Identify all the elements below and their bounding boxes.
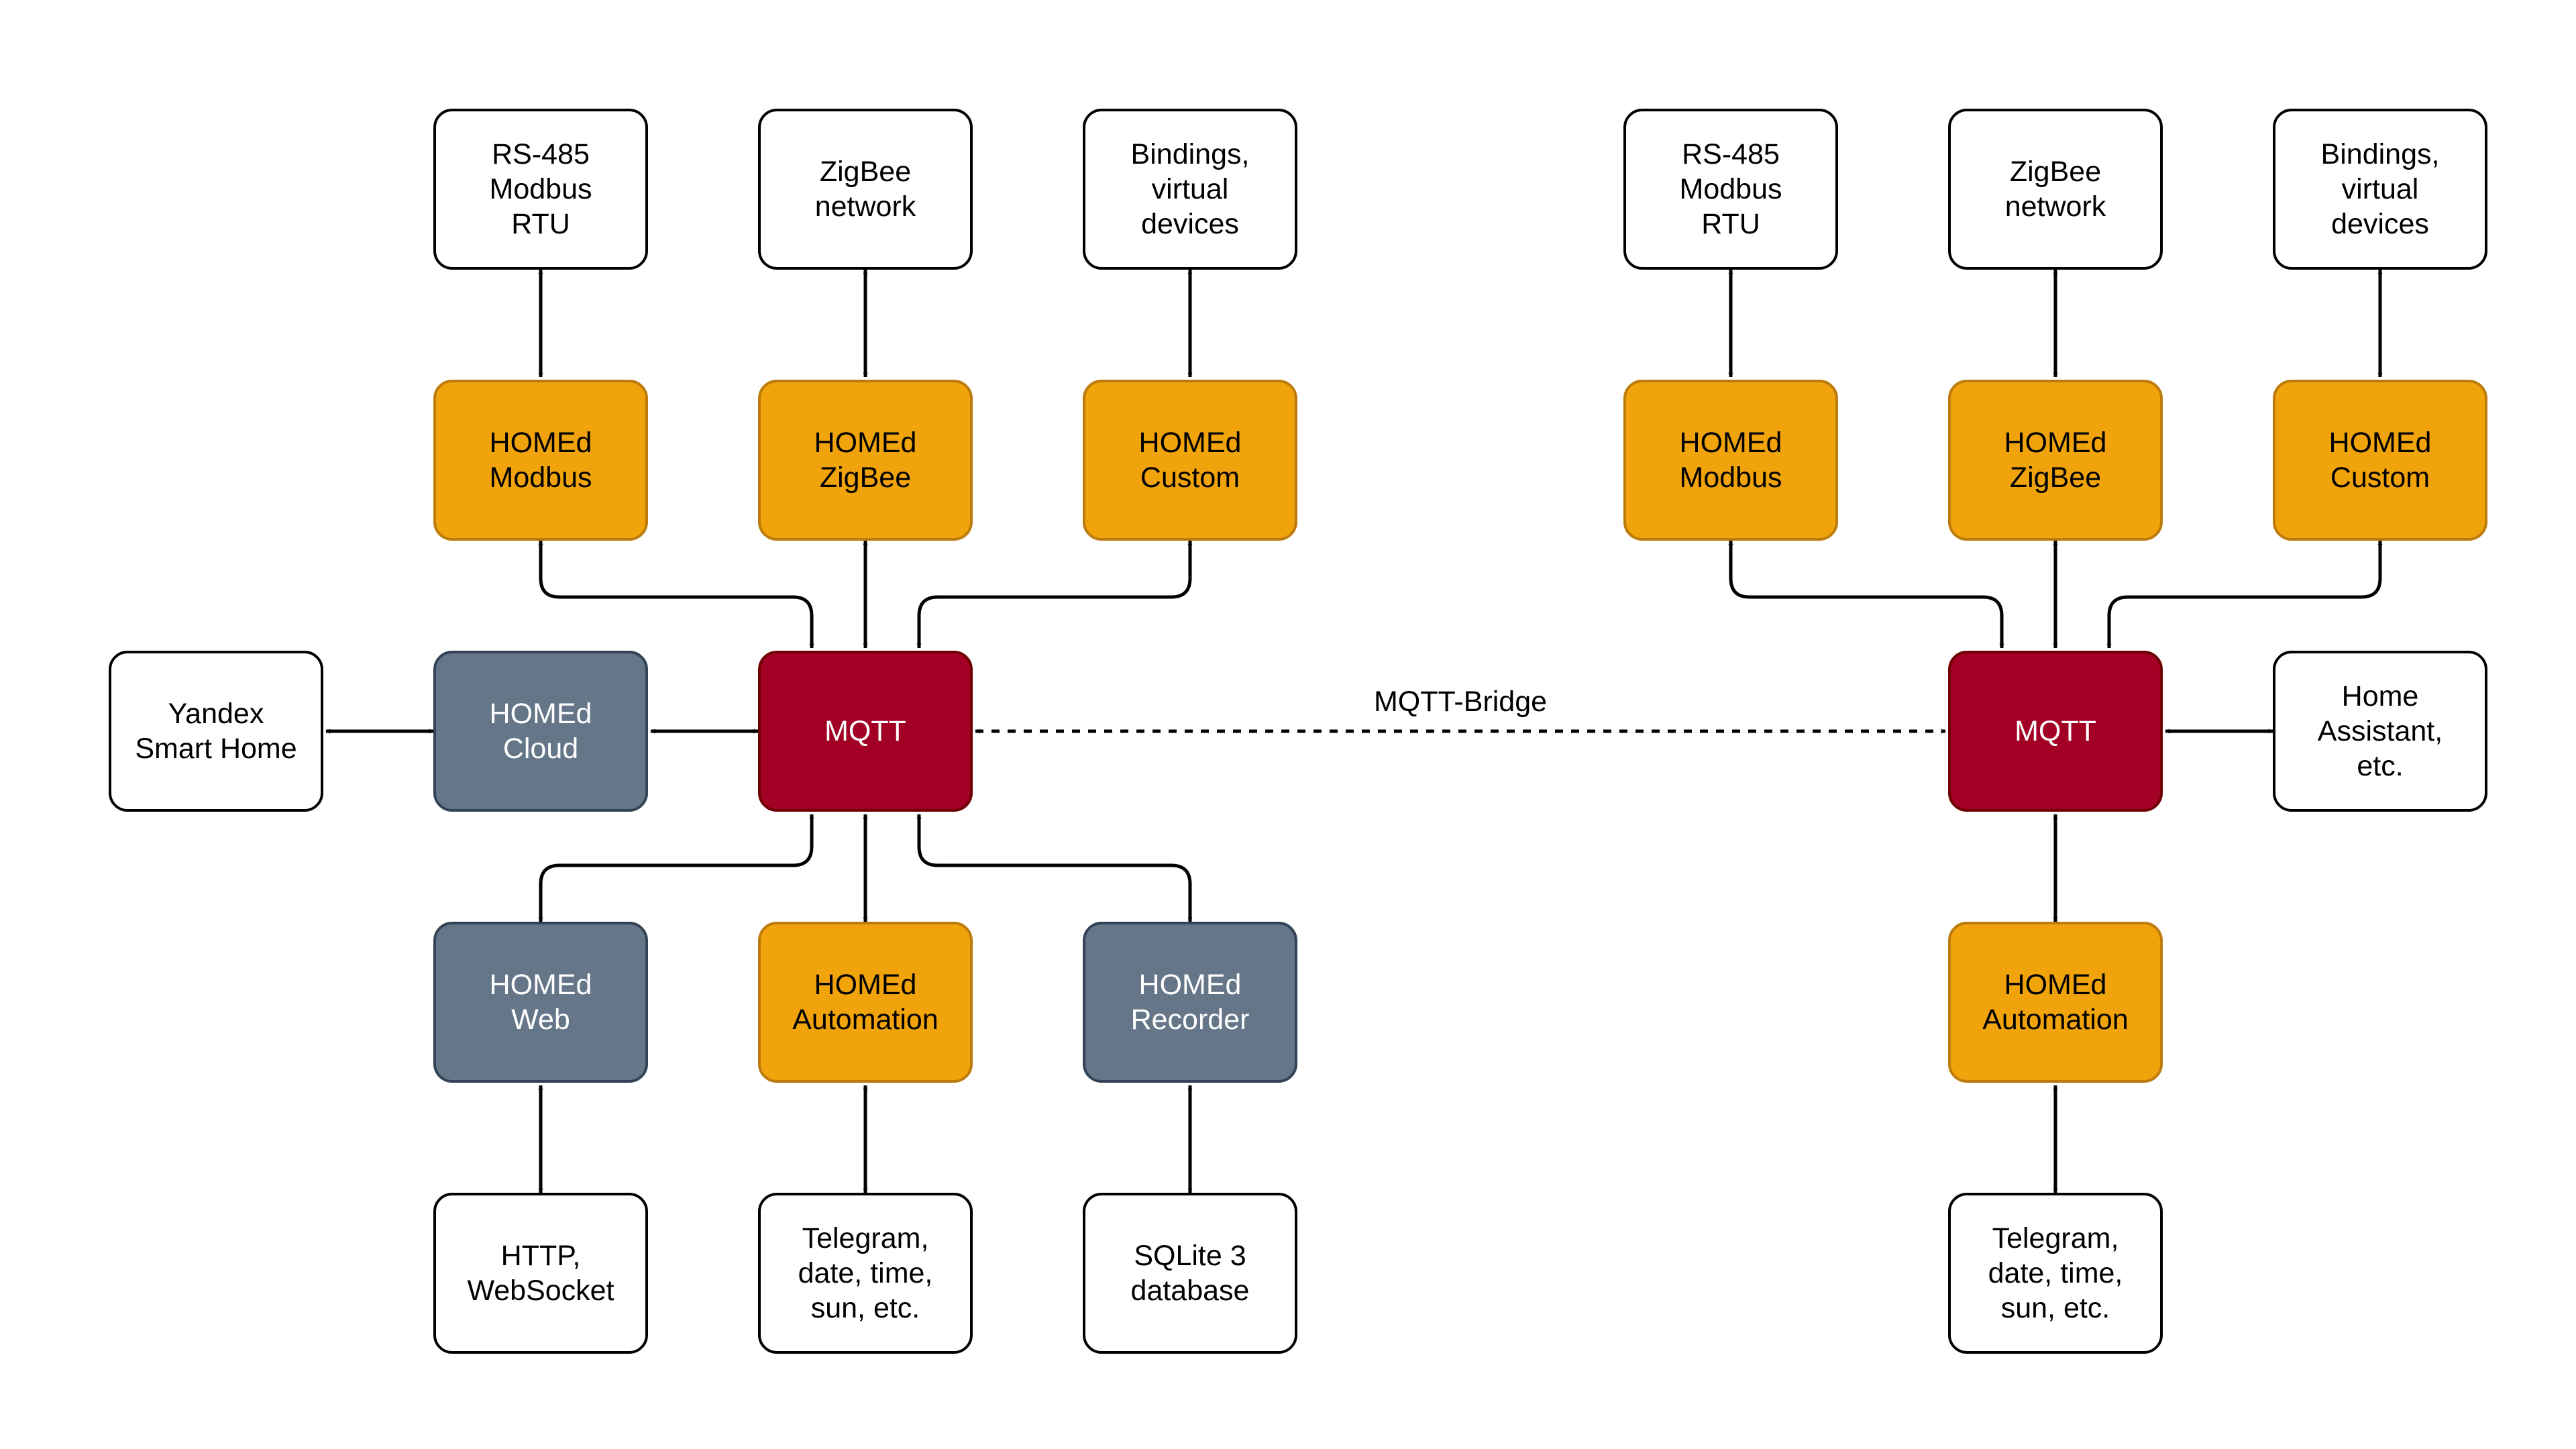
homed-cloud-node: HOMEd Cloud: [433, 651, 648, 812]
remote-rs485-modbus-rtu-node: RS-485 Modbus RTU: [1623, 109, 1838, 270]
homed-custom-node: HOMEd Custom: [1083, 380, 1297, 541]
homed-recorder-node: HOMEd Recorder: [1083, 922, 1297, 1083]
remote-telegram-date-time-node: Telegram, date, time, sun, etc.: [1948, 1193, 2163, 1354]
homed-automation-node: HOMEd Automation: [758, 922, 973, 1083]
edge-modbus-mqtt: [538, 540, 814, 649]
remote-zigbee-network-node: ZigBee network: [1948, 109, 2163, 270]
remote-homed-custom-node: HOMEd Custom: [2273, 380, 2487, 541]
http-websocket-node: HTTP, WebSocket: [433, 1193, 648, 1354]
edge-custom-mqtt: [916, 540, 1193, 649]
edge-mqtt-recorder: [916, 814, 1193, 922]
telegram-date-time-node: Telegram, date, time, sun, etc.: [758, 1193, 973, 1354]
bindings-virtual-devices-node: Bindings, virtual devices: [1083, 109, 1297, 270]
remote-homed-automation-node: HOMEd Automation: [1948, 922, 2163, 1083]
homed-modbus-node: HOMEd Modbus: [433, 380, 648, 541]
yandex-smart-home-node: Yandex Smart Home: [109, 651, 323, 812]
edge-r-modbus-mqtt: [1728, 540, 2004, 649]
remote-homed-modbus-node: HOMEd Modbus: [1623, 380, 1838, 541]
rs485-modbus-rtu-node: RS-485 Modbus RTU: [433, 109, 648, 270]
remote-bindings-virtual-devices-node: Bindings, virtual devices: [2273, 109, 2487, 270]
zigbee-network-node: ZigBee network: [758, 109, 973, 270]
edge-r-custom-mqtt: [2106, 540, 2383, 649]
sqlite-database-node: SQLite 3 database: [1083, 1193, 1297, 1354]
edge-mqtt-web: [538, 814, 814, 922]
remote-homed-zigbee-node: HOMEd ZigBee: [1948, 380, 2163, 541]
home-assistant-node: Home Assistant, etc.: [2273, 651, 2487, 812]
mqtt-bridge-label: MQTT-Bridge: [1368, 686, 1553, 718]
homed-zigbee-node: HOMEd ZigBee: [758, 380, 973, 541]
mqtt-broker-node: MQTT: [758, 651, 973, 812]
remote-mqtt-broker-node: MQTT: [1948, 651, 2163, 812]
homed-web-node: HOMEd Web: [433, 922, 648, 1083]
